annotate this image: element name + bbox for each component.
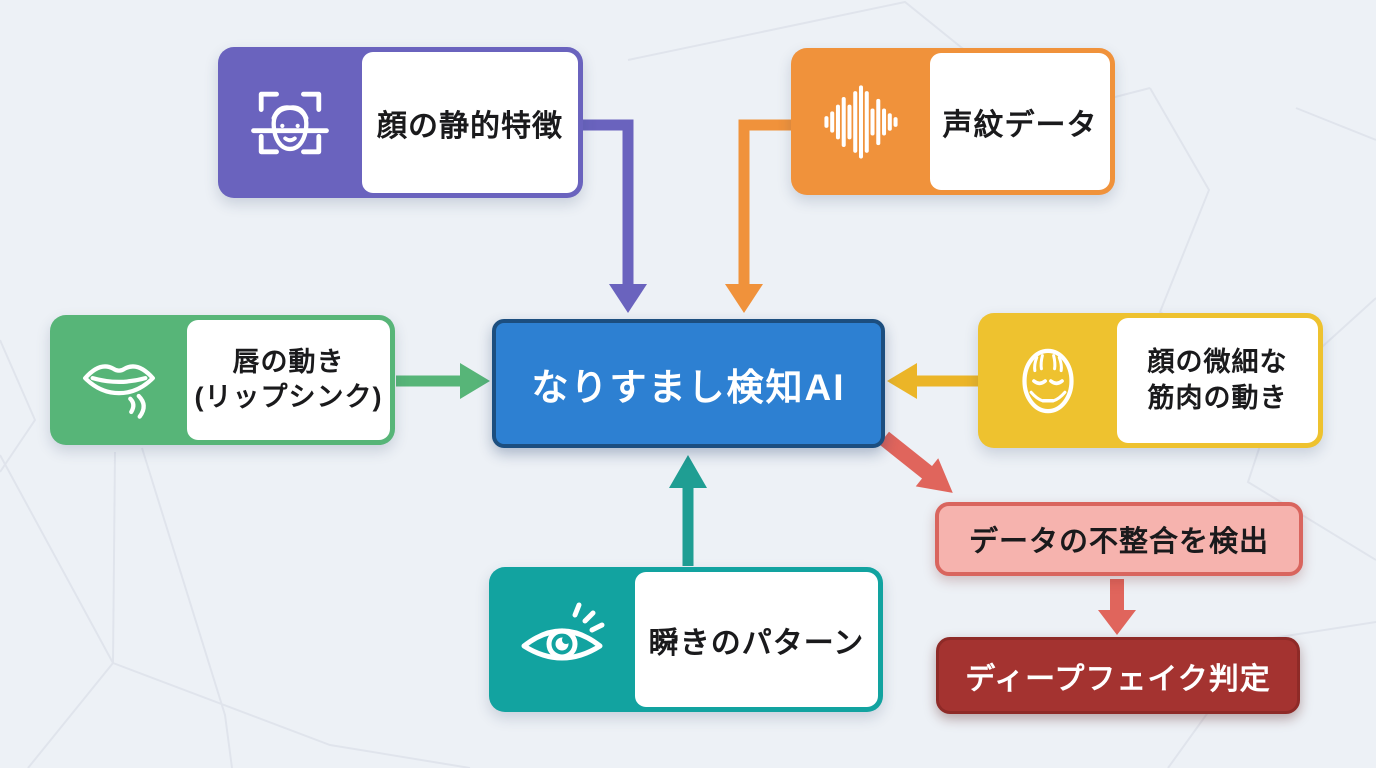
node-facial-muscle: 顔の微細な 筋肉の動き — [978, 313, 1323, 448]
arrow-blink-to-ai — [669, 455, 707, 566]
node-label-line2: (リップシンク) — [194, 382, 383, 412]
node-label-line2: 筋肉の動き — [1147, 382, 1288, 413]
arrow-ai-to-inconsistency — [879, 431, 953, 493]
node-ai-core: なりすまし検知AI — [492, 319, 885, 448]
arrow-lip-sync-to-ai — [396, 363, 490, 399]
eye-blink-icon — [489, 567, 635, 712]
node-label-line1: 顔の微細な — [1147, 347, 1288, 378]
node-data-inconsistency: データの不整合を検出 — [935, 502, 1303, 576]
face-muscle-icon — [978, 313, 1117, 448]
verdict-label: ディープフェイク判定 — [965, 662, 1271, 696]
node-label: 声紋データ — [942, 108, 1098, 142]
inconsistency-label: データの不整合を検出 — [968, 526, 1269, 558]
node-label: 顔の静的特徴 — [377, 109, 563, 143]
ai-core-label: なりすまし検知AI — [531, 366, 846, 408]
arrow-face-static-to-ai — [583, 119, 647, 313]
arrow-inconsistency-to-verdict — [1098, 579, 1136, 635]
arrow-voiceprint-to-ai — [725, 119, 791, 313]
node-label-line1: 唇の動き — [232, 346, 345, 377]
node-deepfake-verdict: ディープフェイク判定 — [936, 637, 1300, 714]
node-lip-sync: 唇の動き (リップシンク) — [50, 315, 395, 445]
node-voiceprint-data: 声紋データ — [791, 48, 1115, 195]
node-blink-pattern: 瞬きのパターン — [489, 567, 883, 712]
face-scan-icon — [218, 47, 362, 198]
node-face-static-features: 顔の静的特徴 — [218, 47, 583, 198]
node-label: 瞬きのパターン — [648, 626, 865, 660]
voice-waveform-icon — [791, 48, 930, 195]
arrow-facial-muscle-to-ai — [887, 363, 978, 399]
lips-icon — [50, 315, 187, 445]
